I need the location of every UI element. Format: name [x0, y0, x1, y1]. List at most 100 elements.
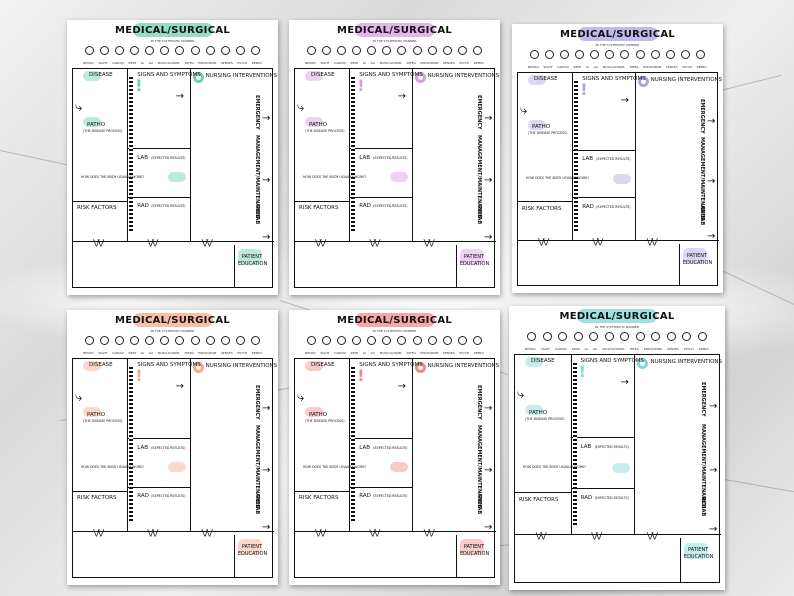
- system-label: REPRO: [473, 351, 484, 355]
- lab-label: LAB: [580, 444, 592, 451]
- risk-factors-label: RISK FACTORS: [299, 205, 339, 212]
- divider: [634, 355, 636, 534]
- right-arrow-icon: →: [262, 521, 271, 533]
- sheet-subtitle: IN THE SYSTEMATIC MANNER: [150, 329, 195, 333]
- signs-symptoms-label: SIGNS AND SYMPTOMS: [359, 72, 423, 78]
- gi-icon: [145, 336, 155, 345]
- patient-label: PATIENT: [688, 547, 709, 554]
- divider: [678, 244, 680, 286]
- patho-label: PATHO: [87, 411, 106, 418]
- divider: [127, 69, 129, 241]
- curved-arrow-icon: ⤷: [75, 99, 83, 115]
- emergency-label: EMERGENCY: [475, 95, 482, 131]
- system-label: SENSES: [442, 351, 455, 355]
- repro-icon: [250, 46, 260, 55]
- divider: [679, 538, 681, 583]
- system-label: RESP: [350, 351, 359, 355]
- divider: [189, 359, 191, 531]
- lab-label: LAB: [137, 444, 148, 451]
- how-body-label: HOW DOES THE BODY USUALLY WORK?: [303, 174, 366, 179]
- system-label: REPRO: [698, 347, 709, 351]
- divider: [349, 438, 412, 440]
- repro-icon: [472, 46, 482, 55]
- divider: [73, 530, 274, 532]
- system-label: ENDOCRINE: [420, 351, 439, 355]
- patho-note: (THE DISEASE PROCESS): [83, 128, 123, 133]
- gi-icon: [367, 336, 377, 345]
- sheet-title-text: MEDICAL/SURGICAL: [336, 25, 453, 36]
- accent-splash: [525, 405, 543, 416]
- rehab-label: REHAB: [253, 495, 260, 515]
- endocrine-icon: [205, 46, 215, 55]
- system-label: SIGHT: [540, 347, 551, 351]
- system-label: INTEG: [184, 351, 194, 355]
- system-icons-row: [85, 336, 260, 350]
- system-label: RESP: [350, 61, 359, 65]
- patient-label: PATIENT: [686, 252, 708, 259]
- divider: [73, 201, 128, 202]
- musculoskel-icon: [620, 50, 630, 59]
- management-label: MANAGEMENT/MAINTENANCE: [698, 137, 705, 221]
- emergency-label: EMERGENCY: [253, 95, 260, 131]
- cardio-icon: [560, 50, 570, 59]
- system-label: SENSES: [220, 351, 233, 355]
- divider: [73, 240, 274, 242]
- disease-label: DISEASE: [89, 362, 113, 368]
- accent-splash: [167, 462, 186, 473]
- accent-splash: [83, 71, 101, 81]
- divider: [572, 73, 574, 240]
- chevron-down-icon: ⋁⋁: [315, 237, 326, 247]
- right-arrow-icon: →: [484, 464, 493, 476]
- chevron-down-icon: ⋁⋁: [93, 237, 104, 247]
- divider: [570, 355, 572, 534]
- rad-label: RAD: [137, 203, 149, 210]
- risk-factors-label: RISK FACTORS: [77, 205, 117, 212]
- musculoskel-icon: [397, 46, 407, 55]
- divider: [295, 201, 350, 202]
- divider: [189, 69, 191, 241]
- right-arrow-icon: →: [397, 381, 406, 392]
- senses-icon: [220, 46, 230, 55]
- system-label: NEURO: [305, 61, 316, 65]
- system-label: GI: [140, 351, 145, 355]
- rad-label: RAD: [582, 203, 594, 210]
- chevron-down-icon: ⋁⋁: [591, 530, 602, 540]
- education-label: EDUCATION: [459, 260, 490, 267]
- nursing-interventions-label: NURSING INTERVENTIONS: [650, 77, 723, 83]
- system-label: RESP: [128, 61, 137, 65]
- lab-label: LAB: [359, 444, 370, 451]
- gi-icon: [590, 50, 600, 59]
- accent-splash: [305, 71, 323, 81]
- gu-icon: [382, 46, 392, 55]
- integ-icon: [412, 336, 422, 345]
- risk-factors-label: RISK FACTORS: [519, 496, 559, 503]
- system-label: SENSES: [220, 61, 233, 65]
- system-label: INTEG: [406, 61, 416, 65]
- right-arrow-icon: →: [707, 175, 716, 187]
- system-label: GI: [362, 61, 367, 65]
- neuro-icon: [307, 336, 316, 345]
- patho-label: PATHO: [309, 121, 328, 128]
- lab-label: LAB: [582, 156, 593, 163]
- sheet-title: MEDICAL/SURGICAL: [67, 25, 278, 36]
- resp-icon: [130, 46, 140, 55]
- education-label: EDUCATION: [237, 550, 268, 557]
- patient-label: PATIENT: [463, 543, 485, 550]
- sheet-title: MEDICAL/SURGICAL: [512, 29, 723, 40]
- repro-icon: [250, 336, 260, 345]
- divider: [518, 239, 719, 241]
- lab-label: LAB: [359, 154, 370, 161]
- system-label: RESP: [571, 347, 580, 351]
- divider: [411, 359, 413, 531]
- curved-arrow-icon: ⤷: [75, 389, 83, 405]
- how-body-label: HOW DOES THE BODY USUALLY WORK?: [81, 464, 144, 469]
- education-label: EDUCATION: [237, 260, 268, 267]
- divider: [570, 437, 635, 439]
- sheet-title-text: MEDICAL/SURGICAL: [114, 25, 231, 36]
- rehab-label: REHAB: [698, 205, 705, 225]
- system-label: SIGHT: [320, 61, 330, 65]
